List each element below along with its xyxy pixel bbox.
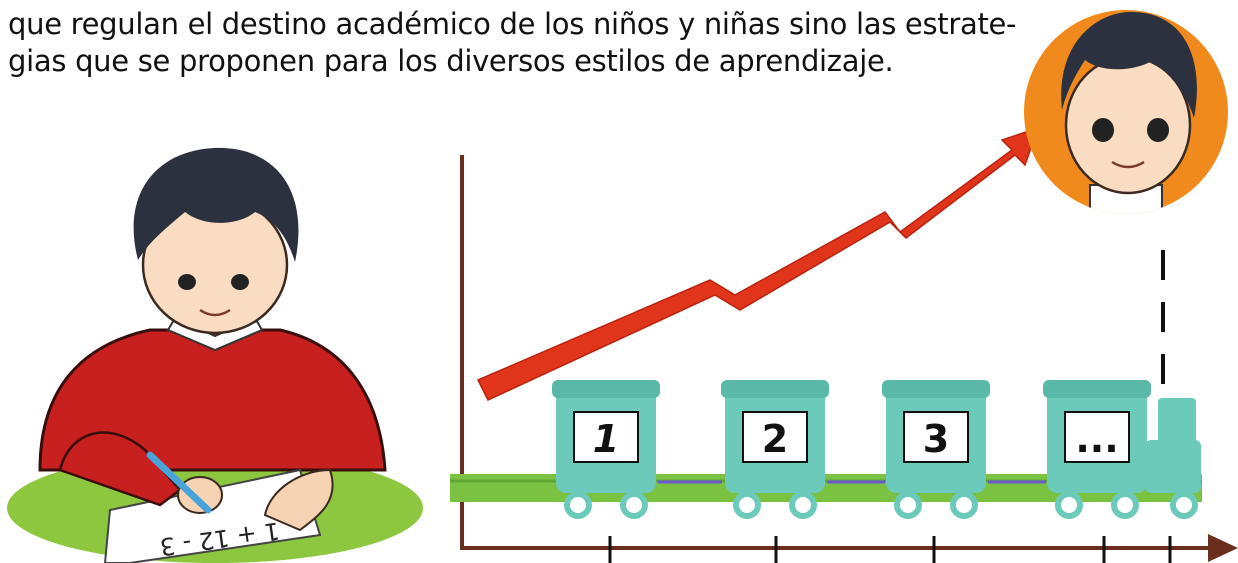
locomotive [1145,398,1201,519]
axis-arrowhead-icon [1208,534,1238,562]
red-arrow-icon [476,126,1040,401]
red-sweater [38,328,387,472]
wagon-window [742,411,808,463]
wagon-roof [721,380,829,398]
wagon-window [903,411,969,463]
wheel [733,491,761,519]
pencil [146,451,212,514]
locomotive-body [1145,440,1201,493]
locomotive-chimney [1158,398,1196,444]
wagon-window [1064,411,1130,463]
wagon-2-label: 2 [762,417,788,461]
wagon-window [573,411,639,463]
wagon-1: 1 [552,380,660,519]
wheel [894,491,922,519]
wheel [1111,491,1139,519]
boy-avatar [1024,10,1228,214]
avatar-hair [1061,11,1197,118]
boy-right-eye [231,274,249,290]
boy-smile [199,308,231,317]
avatar-left-eye [1092,118,1114,142]
boy-writing-illustration: 1 + 12 - 3 [7,147,423,563]
writing-hand [177,476,223,514]
train: 1 2 3 ... [552,380,1201,519]
wagon-roof [1043,380,1151,398]
boy-left-eye [178,274,196,290]
wheel [620,491,648,519]
wheel [1055,491,1083,519]
wheel [1170,491,1198,519]
boy-hair [133,147,299,262]
wheel [564,491,592,519]
avatar-face [1064,55,1192,195]
right-hand [263,468,334,532]
wagon-3-label: 3 [923,417,949,461]
wheel [950,491,978,519]
wagon-3: 3 [882,380,990,519]
intro-paragraph: que regulan el destino académico de los … [8,6,1028,80]
wagon-roof [882,380,990,398]
wagon-1-label: 1 [593,417,619,461]
wheel [789,491,817,519]
growth-arrow [476,126,1040,401]
paragraph-line-2: gias que se proponen para los diversos e… [8,44,894,78]
wagon-roof [552,380,660,398]
avatar-right-eye [1147,118,1169,142]
avatar-smile [1111,160,1145,169]
paragraph-line-1: que regulan el destino académico de los … [8,7,1017,41]
worksheet-paper [103,468,322,563]
wagon-4: ... [1043,380,1151,519]
wagon-2: 2 [721,380,829,519]
wagon-4-label: ... [1075,417,1118,461]
